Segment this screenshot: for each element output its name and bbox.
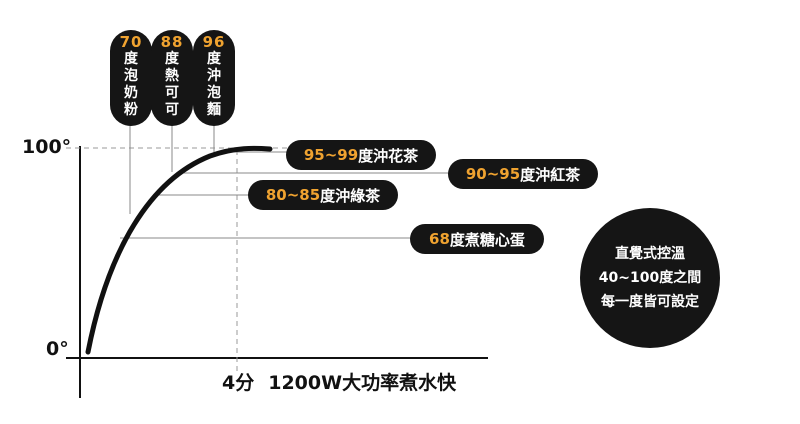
y-axis-top-label: 100° [22,136,72,158]
x-axis-caption: 4分 1200W大功率煮水快 [222,368,456,395]
pill-95-temp: 95~99 [303,146,359,164]
tag-88-cocoa: 88 度熱可可 [151,30,193,126]
heating-curve [85,145,273,355]
tag-70-text: 度泡奶粉 [124,51,138,118]
pill-90-temp: 90~95 [465,165,521,183]
temperature-control-badge: 直覺式控溫 40~100度之間 每一度皆可設定 [580,208,720,348]
pill-90-text: 度沖紅茶 [520,165,581,184]
pill-95-text: 度沖花茶 [358,146,419,165]
pill-95-flower-tea: 95~99 度沖花茶 [286,140,436,170]
pill-80-temp: 80~85 [265,186,321,204]
time-label: 4分 [222,372,255,394]
pill-80-green-tea: 80~85 度沖綠茶 [248,180,398,210]
tag-96-temp: 96 [202,33,226,51]
tag-88-text: 度熱可可 [165,51,179,118]
pill-90-black-tea: 90~95 度沖紅茶 [448,159,598,189]
pill-68-text: 度煮糖心蛋 [449,230,525,249]
tag-88-temp: 88 [160,33,184,51]
tag-70-milk-powder: 70 度泡奶粉 [110,30,152,126]
power-caption: 1200W大功率煮水快 [268,372,457,394]
tag-70-temp: 70 [119,33,143,51]
badge-line-1: 直覺式控溫 [615,246,685,262]
y-axis-bottom-label: 0° [46,338,69,360]
pill-68-soft-egg: 68 度煮糖心蛋 [410,224,544,254]
pill-80-text: 度沖綠茶 [320,186,381,205]
tag-96-noodles: 96 度沖泡麵 [193,30,235,126]
tag-96-text: 度沖泡麵 [207,51,221,118]
badge-line-3: 每一度皆可設定 [601,294,699,310]
pill-68-temp: 68 [429,230,450,248]
badge-line-2: 40~100度之間 [598,270,702,286]
